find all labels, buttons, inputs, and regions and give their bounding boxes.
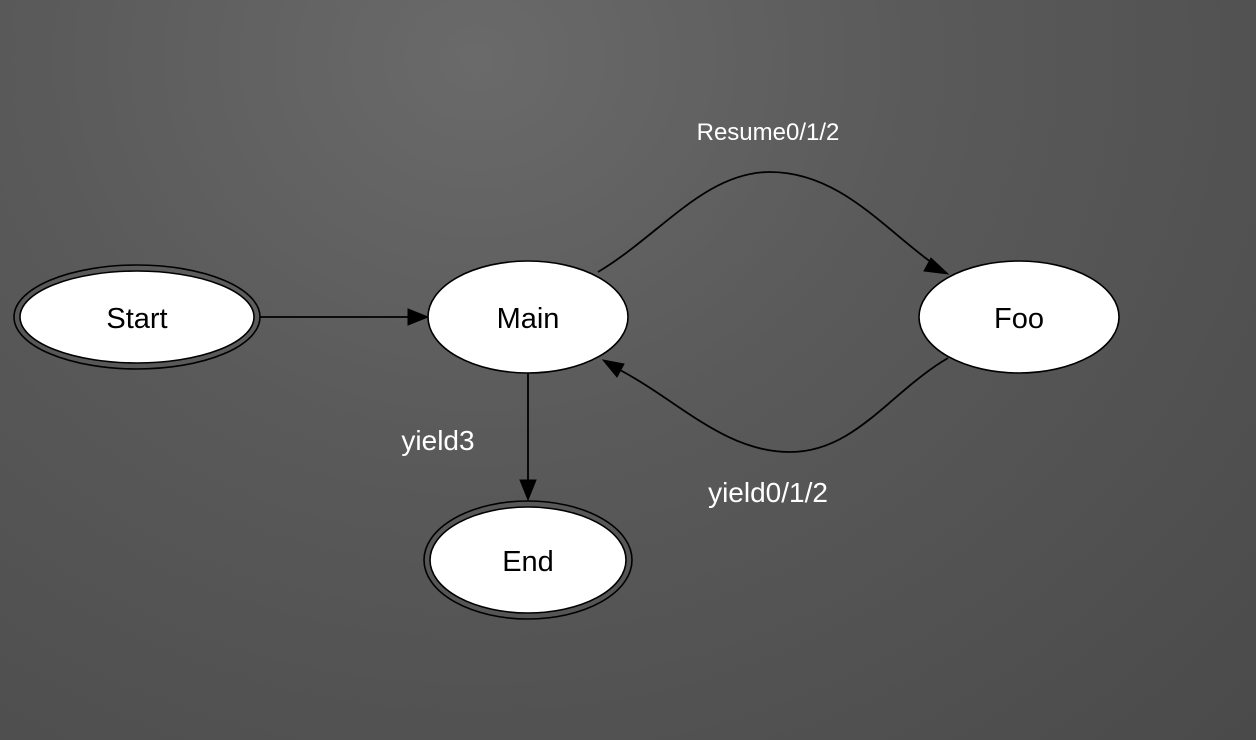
node-body [918,260,1120,374]
node-start: Start [13,264,261,370]
edge-start-to-main [260,308,430,326]
node-label-foo: Foo [994,303,1044,335]
node-foo: Foo [918,260,1120,374]
edge-label-yield-loop: yield0/1/2 [708,477,828,508]
edge-line [597,171,936,273]
arrow-head-icon [601,359,625,378]
edge-foo-to-main: yield0/1/2 [601,357,949,508]
node-label-main: Main [497,303,560,335]
edge-main-to-end: yield3 [401,373,537,502]
node-body [427,260,629,374]
node-end: End [423,500,633,620]
edge-line [619,357,949,453]
edge-label-resume: Resume0/1/2 [697,119,840,146]
arrow-head-icon [923,257,950,275]
arrow-head-icon [407,308,430,326]
edge-label-yield3: yield3 [401,425,474,456]
node-body [19,270,255,364]
node-main: Main [427,260,629,374]
node-body [429,506,627,614]
edge-main-to-foo: Resume0/1/2 [597,119,950,275]
node-outer-ring [13,264,261,370]
arrow-head-icon [519,479,537,502]
node-label-start: Start [106,303,167,335]
node-label-end: End [502,546,554,578]
node-outer-ring [423,500,633,620]
